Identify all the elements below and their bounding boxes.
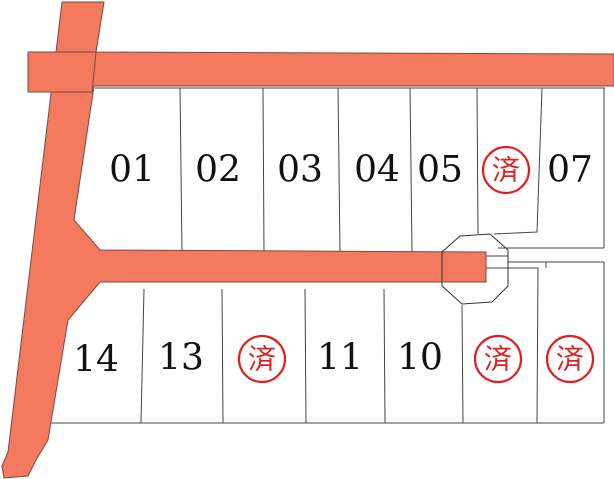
lot-boundaries: [50, 87, 605, 424]
top-left-branch: [27, 51, 97, 93]
sold-stamp-text: 済: [492, 154, 520, 187]
sold-stamp-circle: [237, 334, 287, 384]
lot-line-11-10: [383, 288, 386, 424]
lot-label-02: 02: [195, 150, 241, 191]
lot-line-12-11: [304, 288, 307, 424]
sold-stamp-lot-06: 済: [481, 145, 531, 195]
lot-label-10: 10: [397, 338, 443, 379]
sold-stamps: 済 済 済 済: [237, 145, 595, 384]
cul-de-sac-turnaround: [441, 233, 509, 305]
lot-line-04-05: [409, 87, 413, 253]
lot-line-13-12: [221, 288, 224, 424]
lot-label-13: 13: [158, 338, 204, 379]
lot-line-01-02: [179, 87, 183, 253]
sold-stamp-text: 済: [248, 343, 276, 376]
sold-stamp-circle: [545, 334, 595, 384]
lot-line-10-09: [461, 304, 464, 424]
lot-label-05: 05: [417, 150, 463, 191]
lot-label-03: 03: [277, 150, 323, 191]
lot-line-09-08: [508, 267, 539, 424]
lot-line-06-07: [493, 87, 543, 235]
sold-stamp-text: 済: [556, 343, 584, 376]
sold-stamp-lot-08: 済: [545, 334, 595, 384]
sold-stamp-lot-09: 済: [473, 334, 523, 384]
sold-stamp-text: 済: [484, 343, 512, 376]
lot-label-04: 04: [354, 150, 400, 191]
lot-label-14: 14: [73, 340, 119, 381]
lot-label-07: 07: [547, 150, 593, 191]
lot-line-02-03: [262, 87, 265, 253]
lot-line-03-04: [337, 87, 341, 253]
lot-line-05-06: [476, 87, 479, 235]
lot-label-11: 11: [317, 338, 363, 379]
lot-labels: 01 02 03 04 05 07 14 13 11 10: [73, 150, 593, 381]
sold-stamp-circle: [473, 334, 523, 384]
lot-line-14-13: [140, 288, 145, 424]
sold-stamp-circle: [481, 145, 531, 195]
lot-label-01: 01: [109, 150, 155, 191]
sold-stamp-lot-12: 済: [237, 334, 287, 384]
lot-08-top: [508, 261, 547, 268]
